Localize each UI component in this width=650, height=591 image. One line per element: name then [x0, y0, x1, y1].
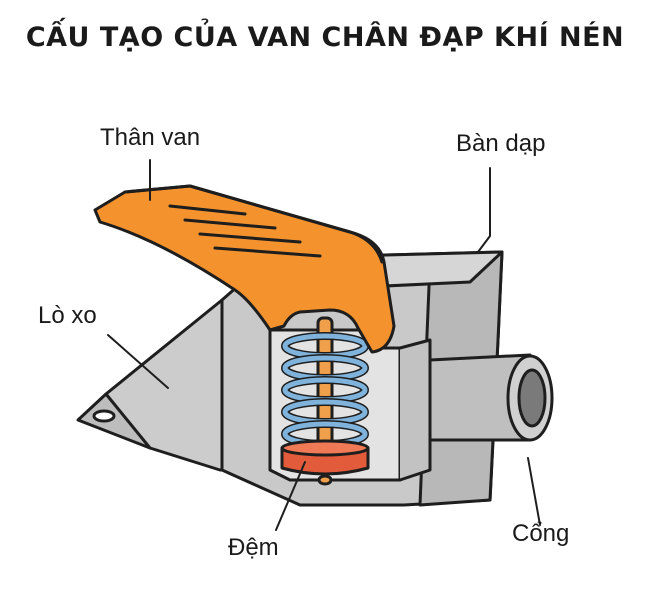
label-cong: Cổng [512, 520, 570, 547]
label-ban-dap: Bàn dạp [456, 130, 546, 157]
port-tube [428, 353, 554, 442]
label-than-van: Thân van [100, 124, 201, 151]
label-dem: Đệm [228, 534, 279, 561]
seal-pad [280, 439, 370, 486]
pedal [93, 184, 396, 354]
label-lo-xo: Lò xo [38, 302, 97, 329]
diagram-title: CẤU TẠO CỦA VAN CHÂN ĐẠP KHÍ NÉN [25, 22, 625, 53]
leader-lines [107, 159, 541, 531]
